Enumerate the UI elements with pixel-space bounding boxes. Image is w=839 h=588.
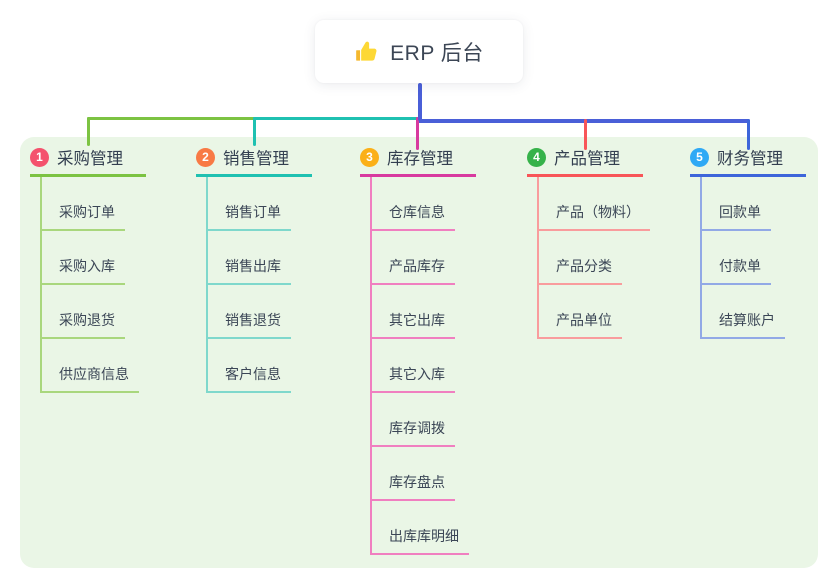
child-node-label[interactable]: 采购入库 bbox=[42, 256, 125, 285]
branch-children: 回款单付款单结算账户 bbox=[700, 177, 806, 339]
branch-number-badge: 3 bbox=[360, 147, 379, 167]
branch-children: 仓库信息产品库存其它出库其它入库库存调拨库存盘点出库库明细 bbox=[370, 177, 476, 555]
child-node-label[interactable]: 销售订单 bbox=[208, 202, 291, 231]
branch-node[interactable]: 4 产品管理 bbox=[527, 145, 643, 177]
child-node-label[interactable]: 仓库信息 bbox=[372, 202, 455, 231]
child-node-label[interactable]: 客户信息 bbox=[208, 364, 291, 393]
child-node-label[interactable]: 回款单 bbox=[702, 202, 771, 231]
child-node: 其它入库 bbox=[372, 339, 476, 393]
drop-branch-3 bbox=[415, 117, 419, 150]
child-node-label[interactable]: 产品分类 bbox=[539, 256, 622, 285]
child-node-label[interactable]: 结算账户 bbox=[702, 310, 785, 339]
child-node-label[interactable]: 产品库存 bbox=[372, 256, 455, 285]
child-node: 库存调拨 bbox=[372, 393, 476, 447]
branch-number-badge: 1 bbox=[30, 147, 49, 167]
child-node-label[interactable]: 产品（物料） bbox=[539, 202, 650, 231]
child-node: 仓库信息 bbox=[372, 177, 476, 231]
root-trunk-line bbox=[418, 83, 422, 121]
branch-title: 销售管理 bbox=[223, 150, 289, 168]
child-node-label[interactable]: 采购订单 bbox=[42, 202, 125, 231]
branch-2: 2 销售管理销售订单销售出库销售退货客户信息 bbox=[196, 145, 312, 393]
thumbs-up-icon bbox=[354, 39, 380, 65]
branch-node[interactable]: 2 销售管理 bbox=[196, 145, 312, 177]
child-node-label[interactable]: 销售退货 bbox=[208, 310, 291, 339]
branch-number-badge: 5 bbox=[690, 147, 709, 167]
child-node-label[interactable]: 供应商信息 bbox=[42, 364, 139, 393]
child-node-label[interactable]: 其它出库 bbox=[372, 310, 455, 339]
child-node-label[interactable]: 库存调拨 bbox=[372, 418, 455, 447]
branch-children: 销售订单销售出库销售退货客户信息 bbox=[206, 177, 312, 393]
child-node: 产品库存 bbox=[372, 231, 476, 285]
branch-node[interactable]: 5 财务管理 bbox=[690, 145, 806, 177]
branch-3: 3 库存管理仓库信息产品库存其它出库其它入库库存调拨库存盘点出库库明细 bbox=[360, 145, 476, 555]
child-node: 采购入库 bbox=[42, 231, 146, 285]
child-node: 销售退货 bbox=[208, 285, 312, 339]
branch-node[interactable]: 3 库存管理 bbox=[360, 145, 476, 177]
child-node: 产品单位 bbox=[539, 285, 650, 339]
branch-children: 产品（物料） 产品分类产品单位 bbox=[537, 177, 650, 339]
child-node-label[interactable]: 库存盘点 bbox=[372, 472, 455, 501]
child-node: 出库库明细 bbox=[372, 501, 476, 555]
root-node[interactable]: ERP 后台 bbox=[315, 20, 523, 83]
branch-4: 4 产品管理产品（物料） 产品分类产品单位 bbox=[527, 145, 650, 339]
child-node-label[interactable]: 销售出库 bbox=[208, 256, 291, 285]
child-node: 库存盘点 bbox=[372, 447, 476, 501]
child-node: 回款单 bbox=[702, 177, 806, 231]
bus-segment-1 bbox=[86, 117, 256, 120]
branch-1: 1 采购管理采购订单采购入库采购退货供应商信息 bbox=[30, 145, 146, 393]
child-node: 供应商信息 bbox=[42, 339, 146, 393]
child-node: 结算账户 bbox=[702, 285, 806, 339]
child-node-label[interactable]: 出库库明细 bbox=[372, 526, 469, 555]
child-node: 产品（物料） bbox=[539, 177, 650, 231]
bus-segment-2 bbox=[252, 117, 419, 120]
child-node-label[interactable]: 采购退货 bbox=[42, 310, 125, 339]
branch-number-badge: 4 bbox=[527, 147, 546, 167]
branch-title: 采购管理 bbox=[57, 150, 123, 168]
branch-title: 库存管理 bbox=[387, 150, 453, 168]
child-node-label[interactable]: 产品单位 bbox=[539, 310, 622, 339]
child-node: 销售订单 bbox=[208, 177, 312, 231]
child-node: 其它出库 bbox=[372, 285, 476, 339]
branch-number-badge: 2 bbox=[196, 147, 215, 167]
branches-panel bbox=[20, 137, 818, 568]
branch-5: 5 财务管理回款单付款单结算账户 bbox=[690, 145, 806, 339]
child-node-label[interactable]: 其它入库 bbox=[372, 364, 455, 393]
root-node-label: ERP 后台 bbox=[390, 41, 484, 65]
drop-branch-1 bbox=[86, 117, 90, 146]
child-node-label[interactable]: 付款单 bbox=[702, 256, 771, 285]
child-node: 产品分类 bbox=[539, 231, 650, 285]
branch-node[interactable]: 1 采购管理 bbox=[30, 145, 146, 177]
branch-children: 采购订单采购入库采购退货供应商信息 bbox=[40, 177, 146, 393]
branch-title: 产品管理 bbox=[554, 150, 620, 168]
branch-title: 财务管理 bbox=[717, 150, 783, 168]
child-node: 采购退货 bbox=[42, 285, 146, 339]
drop-branch-4 bbox=[583, 119, 587, 150]
child-node: 采购订单 bbox=[42, 177, 146, 231]
drop-branch-5 bbox=[746, 119, 750, 150]
child-node: 客户信息 bbox=[208, 339, 312, 393]
child-node: 付款单 bbox=[702, 231, 806, 285]
child-node: 销售出库 bbox=[208, 231, 312, 285]
drop-branch-2 bbox=[252, 117, 256, 146]
